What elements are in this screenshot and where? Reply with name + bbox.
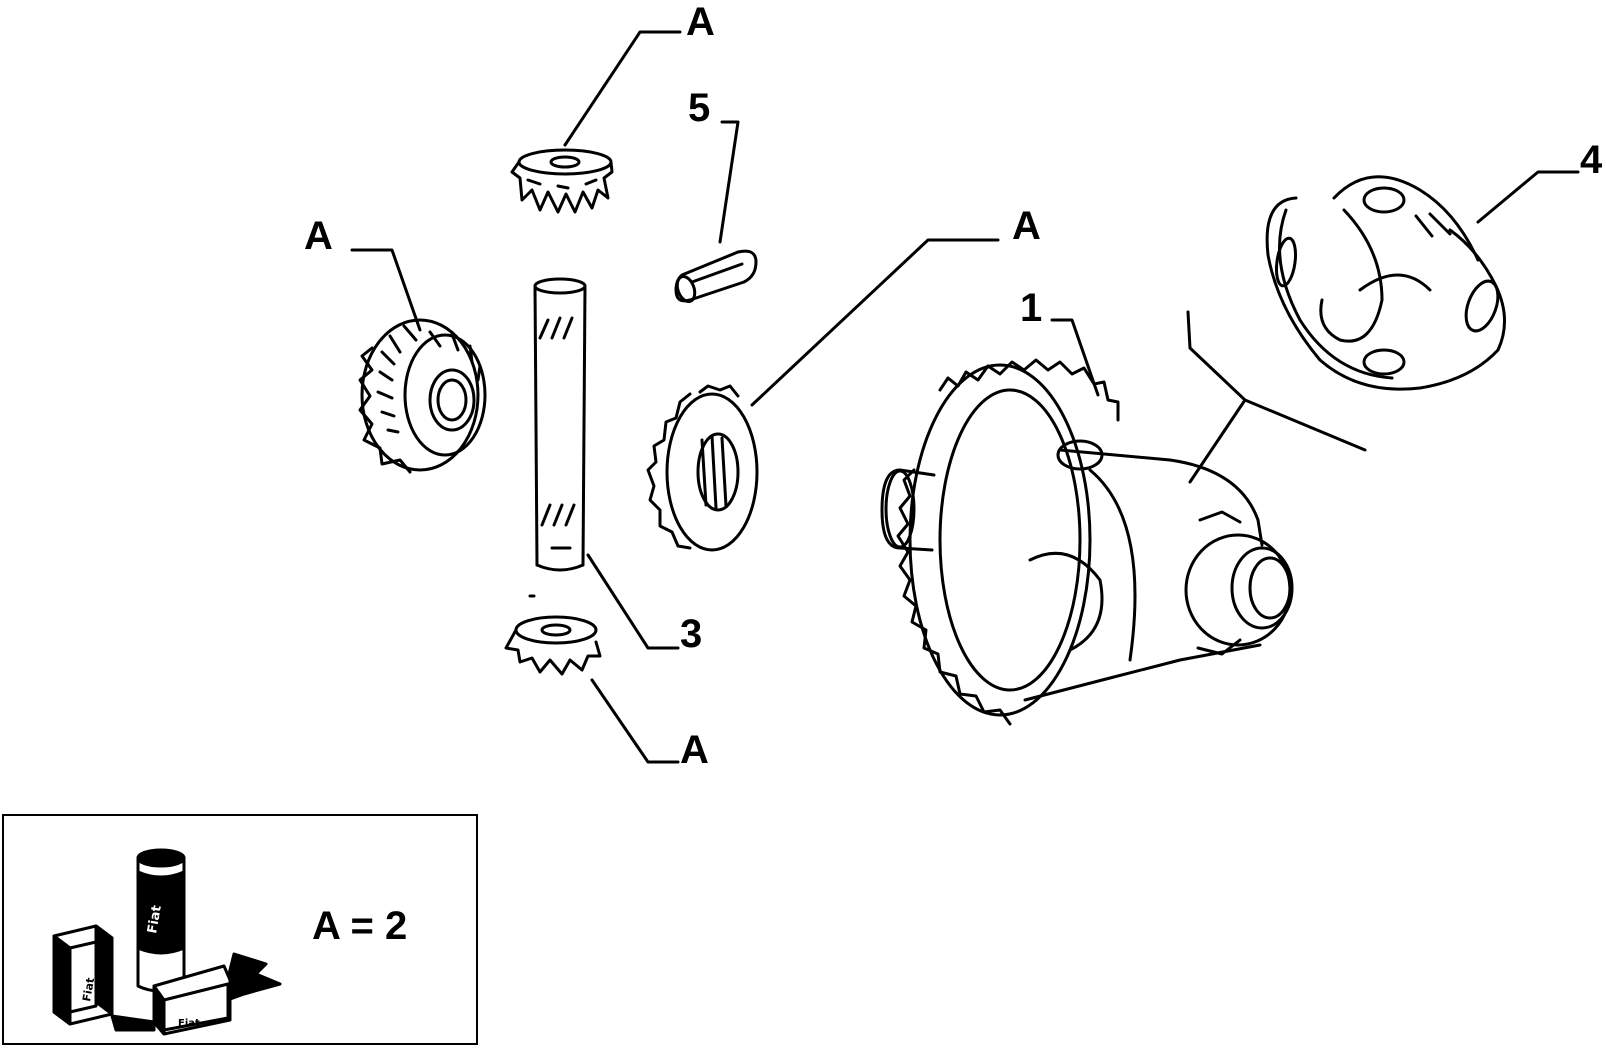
callout-4: 4 [1580, 138, 1603, 182]
leader-group-bracket [1186, 310, 1367, 452]
callout-1: 1 [1020, 286, 1043, 330]
bevel-gear-bottom-icon [504, 594, 602, 676]
differential-housing-icon [880, 358, 1294, 726]
leader-a-top [563, 30, 682, 147]
lubricant-products-icon: Fiat Fiat Fiat [52, 848, 282, 1036]
callout-a-left: A [304, 214, 333, 258]
spider-yoke-icon [1265, 175, 1507, 391]
leader-a-bottom [590, 678, 680, 764]
shaft-icon [533, 277, 587, 572]
leader-3 [586, 553, 680, 650]
leader-a-mid [750, 238, 1000, 407]
leader-1 [1050, 318, 1100, 397]
callout-a-bottom: A [680, 728, 709, 772]
leader-4 [1476, 170, 1580, 224]
callout-a-mid: A [1012, 204, 1041, 248]
leader-5 [718, 120, 740, 244]
legend-product-label-3: Fiat [178, 1018, 200, 1029]
callout-5: 5 [688, 86, 711, 130]
legend-quantity-text: A = 2 [312, 904, 408, 948]
legend-box: Fiat Fiat Fiat A = 2 [2, 814, 478, 1045]
bevel-gear-top-icon [510, 148, 614, 214]
leader-lines [350, 30, 1580, 764]
legend-product-label-2: Fiat [80, 977, 97, 1003]
side-gear-left-icon [358, 318, 487, 474]
callout-a-top: A [686, 0, 715, 44]
pin-icon [674, 249, 758, 304]
legend-product-label-1: Fiat [145, 904, 165, 935]
leader-a-left [350, 248, 422, 332]
side-gear-middle-icon [646, 384, 759, 552]
callout-3: 3 [680, 612, 703, 656]
leader-group-branch [1188, 398, 1247, 484]
